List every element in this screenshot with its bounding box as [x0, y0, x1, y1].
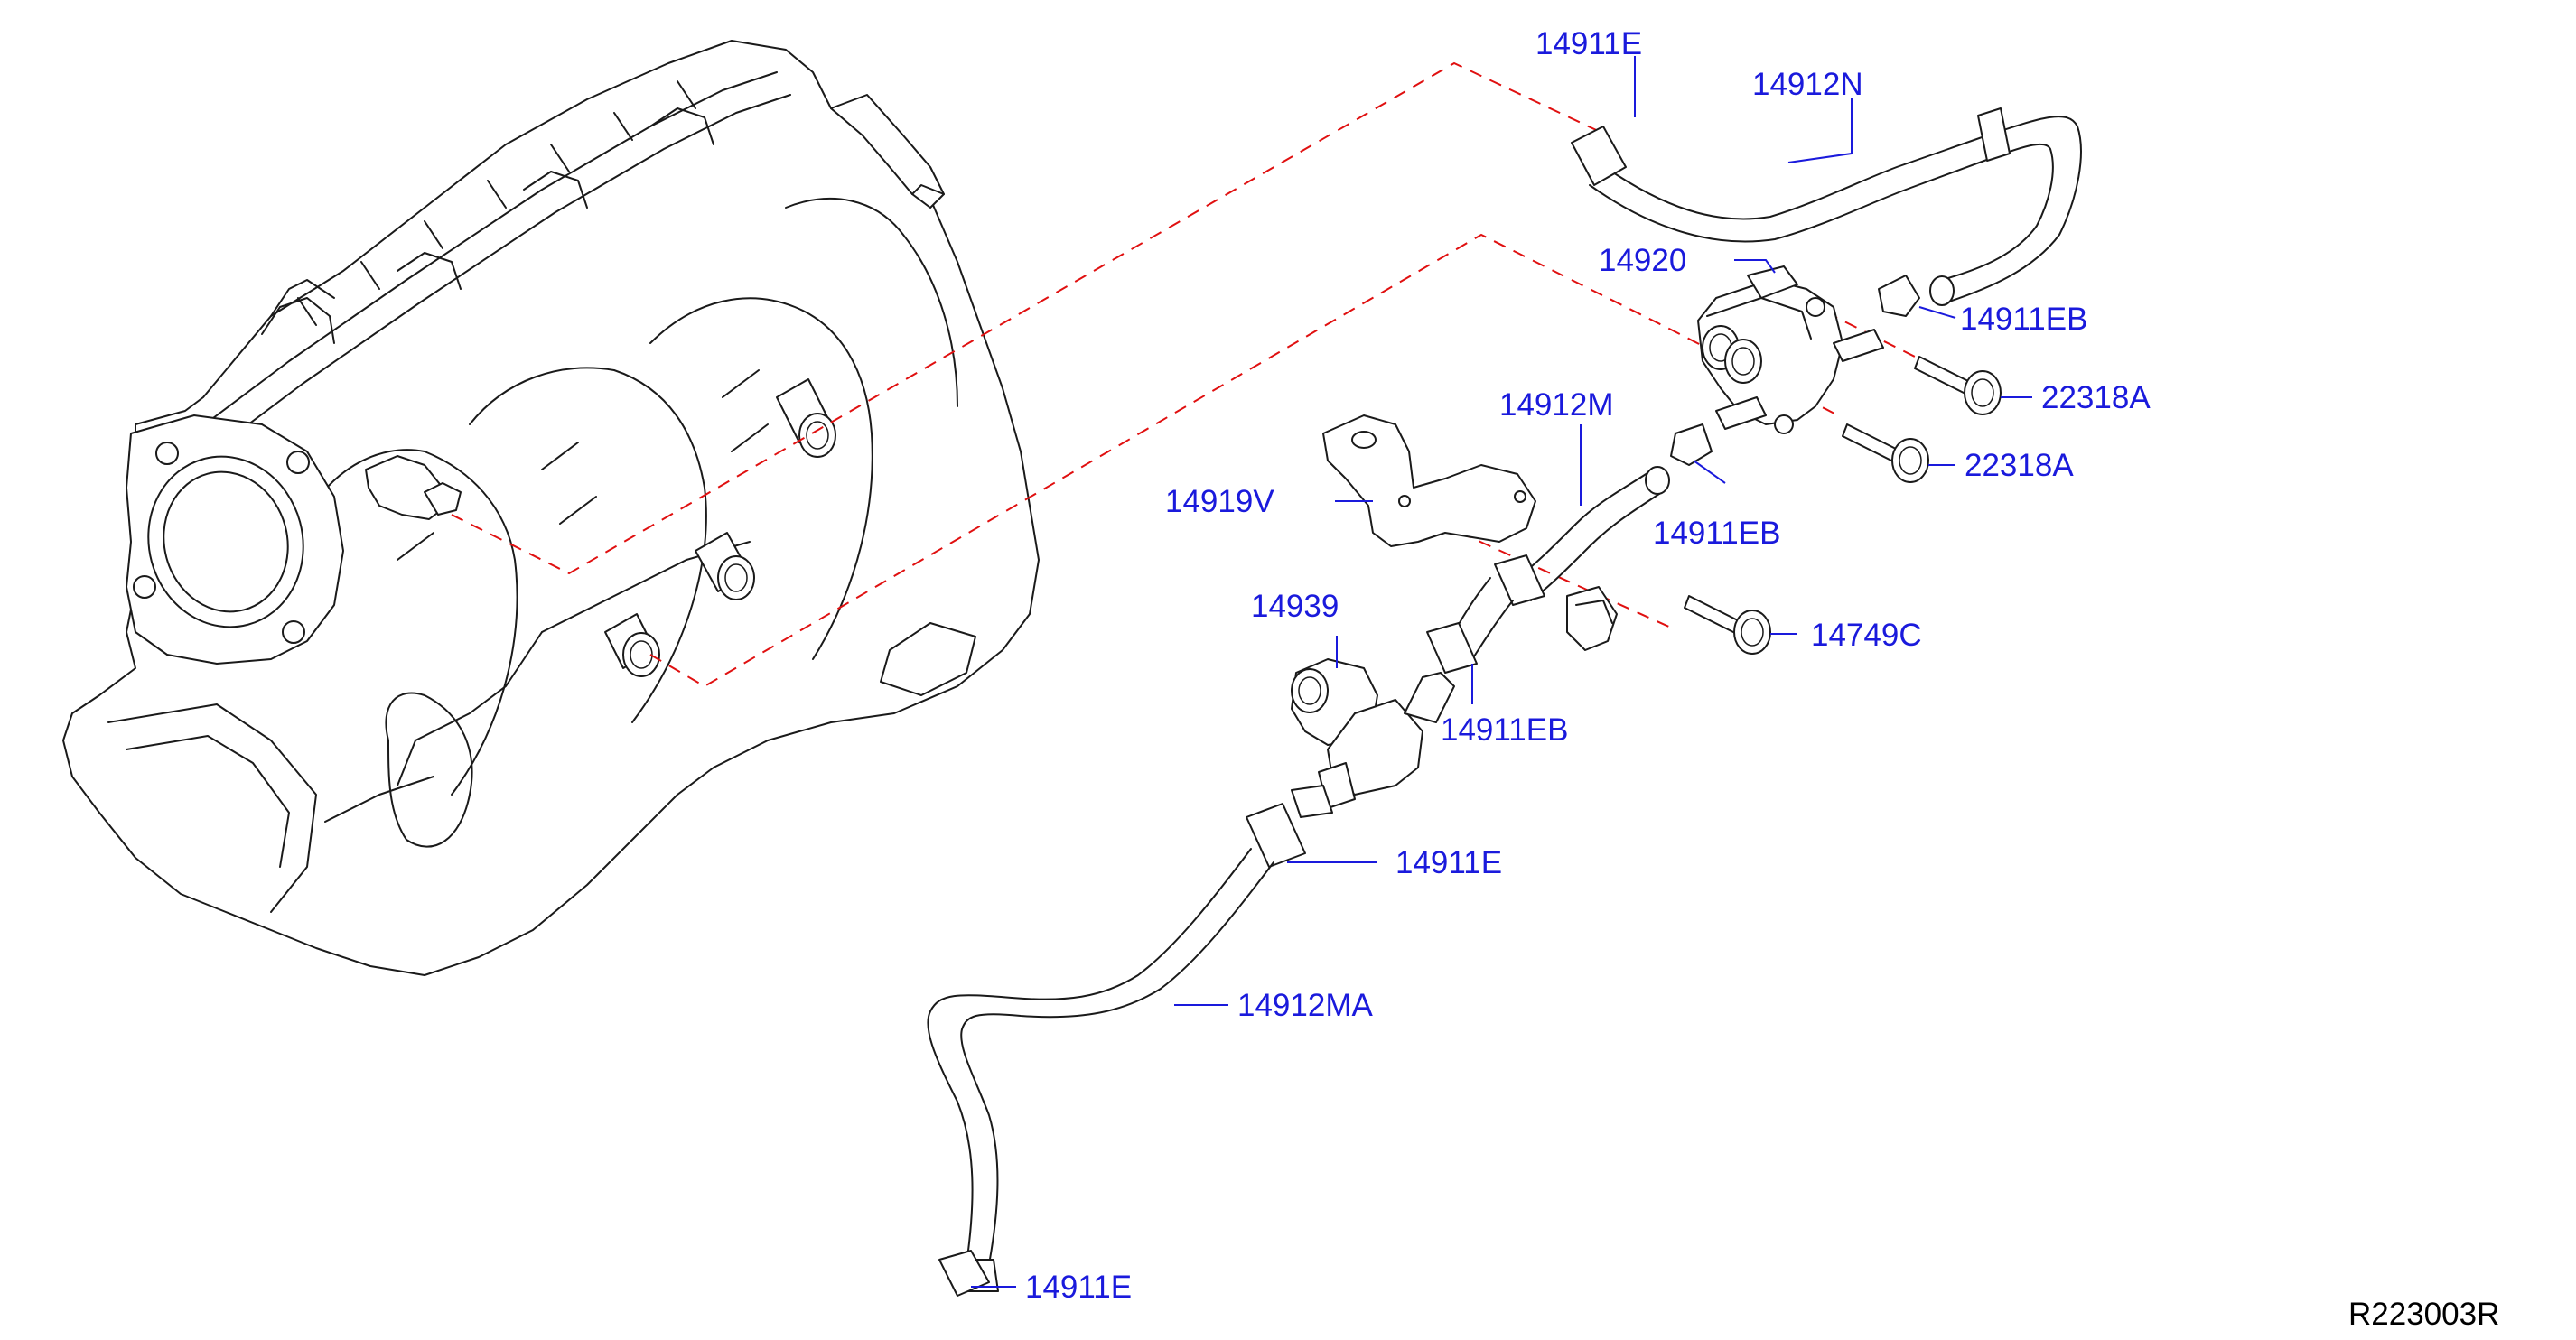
bracket-14919v-drawing — [1322, 414, 1536, 547]
callout-14939: 14939 — [1251, 589, 1339, 624]
hose-14912m-drawing — [1426, 466, 1670, 674]
callout-14912m: 14912M — [1499, 387, 1613, 423]
bolts-drawing — [1684, 356, 2002, 655]
callout-14911e-top: 14911E — [1535, 26, 1642, 61]
callout-14919v: 14919V — [1165, 484, 1274, 519]
hose-14912n-drawing — [1571, 107, 2082, 306]
callout-14911eb-middle: 14911EB — [1653, 516, 1780, 551]
callout-22318a-upper: 22318A — [2041, 380, 2151, 415]
diagram-reference-code: R223003R — [2348, 1297, 2499, 1332]
valve-14920-drawing — [1697, 265, 1884, 434]
callout-14911e-middle: 14911E — [1395, 845, 1502, 880]
intake-manifold-drawing — [62, 40, 1040, 976]
callout-14920: 14920 — [1599, 243, 1686, 278]
leader-lines — [971, 56, 2032, 1288]
callout-14749c: 14749C — [1811, 618, 1922, 653]
callout-14912n: 14912N — [1752, 67, 1863, 102]
clamps-drawing — [1566, 275, 1920, 651]
hose-14912ma-drawing — [927, 803, 1306, 1297]
callout-14911e-bottom: 14911E — [1025, 1270, 1132, 1305]
callout-22318a-lower: 22318A — [1965, 448, 2074, 483]
callout-14912ma: 14912MA — [1237, 988, 1373, 1023]
valve-14939-drawing — [1291, 658, 1455, 818]
callout-labels: 14911E 14912N 14920 14911EB 22318A 14912… — [1025, 26, 2499, 1332]
callout-14911eb-lower: 14911EB — [1441, 712, 1568, 748]
callout-14911eb-top: 14911EB — [1960, 302, 2087, 337]
